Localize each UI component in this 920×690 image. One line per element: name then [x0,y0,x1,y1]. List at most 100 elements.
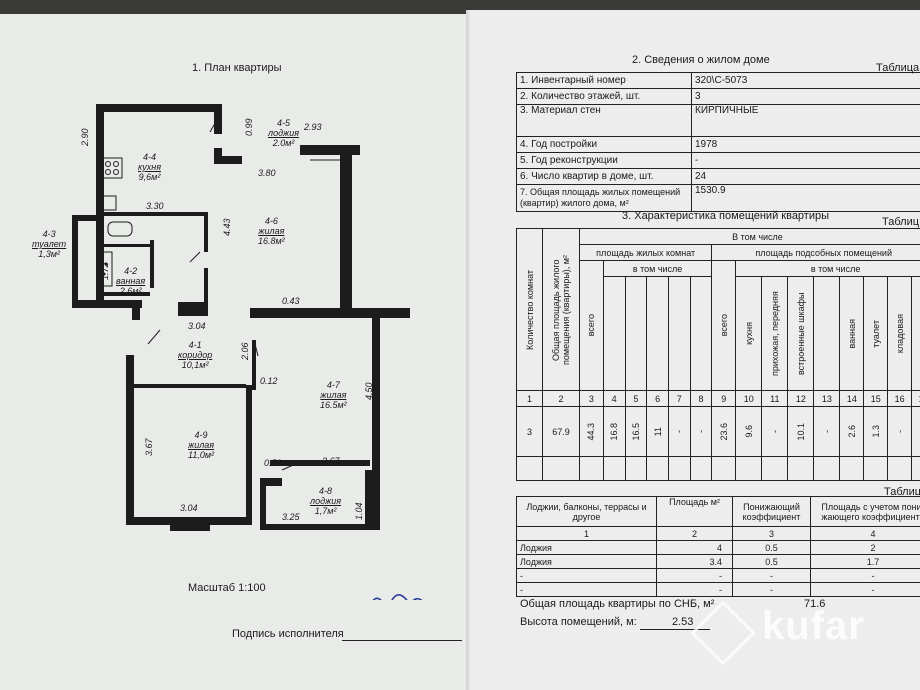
col-number: 4 [810,526,920,541]
watermark: kufar [762,604,865,648]
sheet-fold [466,10,472,690]
table-row: 1 2 3 4 [516,526,920,541]
cell-value: - [667,406,691,457]
house-label: 2. Количество этажей, шт. [516,88,692,105]
dim-label: 0.50 [264,458,282,468]
cell-value: - [911,406,920,457]
cell-value: 44.3 [578,406,604,457]
signature-mark [372,593,423,600]
loggia-coef: - [732,568,811,583]
table-row: 5. Год реконструкции- [516,152,920,169]
col-number: 1 [515,390,544,407]
cell-value: 2.6 [839,406,865,457]
cell-value: 10.1 [787,406,815,457]
house-value: 1978 [691,136,920,153]
table-row: - - - - [516,568,920,583]
height-value: 2.53 [672,616,694,628]
dim-label: 3.30 [146,201,164,211]
header-loggia: Лоджии, балконы, террасы и другое [516,496,657,527]
cell-value: 1.3 [863,406,889,457]
header-all: всего [578,260,604,391]
cell-value: - [761,406,789,457]
dim-label: 3.67 [144,438,154,456]
plan-title: 1. План квартиры [192,62,282,74]
col-number: 5 [624,390,648,407]
cell-value: 16.8 [602,406,626,457]
plan-scale: Масштаб 1:100 [188,582,266,594]
house-label: 6. Число квартир в доме, шт. [516,168,692,185]
loggia-result: - [810,582,920,597]
col-number: 9 [711,390,737,407]
col-number: 3 [732,526,811,541]
col-number: 12 [787,390,815,407]
header-hall: прихожая, передняя [761,276,789,391]
house-value: 3 [691,88,920,105]
loggia-name: - [516,568,657,583]
col-number: 14 [839,390,865,407]
header-kitchen: кухня [735,276,763,391]
house-value: КИРПИЧНЫЕ [691,104,920,137]
col-number: 16 [887,390,913,407]
loggia-area: - [656,582,733,597]
cell-value: - [887,406,913,457]
dim-label: 0.86 [96,218,106,236]
cell-value: 9.6 [735,406,763,457]
header-living: площадь жилых комнат [578,244,713,261]
plan-sheet [0,14,470,690]
dim-label: 0.12 [260,376,278,386]
header-incl2: в том числе [602,260,713,277]
total-area-label: Общая площадь квартиры по СНБ, м² [520,598,715,610]
house-title: 2. Сведения о жилом доме [632,54,770,66]
cell-value: - [813,406,841,457]
dim-label: 4.50 [364,382,374,400]
signature-line [342,640,462,641]
dim-label: 0.43 [282,296,300,306]
col-number: 2 [542,390,580,407]
header-total: Общая площадь жилого помещения (квартиры… [542,228,580,391]
table-row: Лоджия 3.4 0.5 1.7 [516,554,920,569]
col-number: 3 [578,390,604,407]
table-row: 7. Общая площадь жилых помещений (кварти… [516,184,920,212]
col-number: 17 [911,390,920,407]
dim-label: 0.99 [244,118,254,136]
house-value: - [691,152,920,169]
height-label: Высота помещений, м: [520,616,637,628]
house-value: 320\С-5073 [691,72,920,89]
dim-label: 3.25 [282,512,300,522]
loggia-result: 2 [810,540,920,555]
house-label: 5. Год реконструкции [516,152,692,169]
header-all: всего [711,260,737,391]
dim-label: 4.43 [222,218,232,236]
col-number: 2 [656,526,733,541]
rooms-table: Количество комнат Общая площадь жилого п… [515,228,920,481]
col-number: 11 [761,390,789,407]
loggia-name: - [516,582,657,597]
table-row: - - - - [516,582,920,597]
house-corner: Таблица [876,62,920,74]
house-label: 4. Год постройки [516,136,692,153]
dim-label: 2.06 [240,342,250,360]
loggia-result: 1.7 [810,554,920,569]
dim-label: 3.04 [188,321,206,331]
col-number: 6 [646,390,669,407]
dim-label: 3.80 [258,168,276,178]
col-number: 10 [735,390,763,407]
loggia-corner: Таблиц [884,486,920,498]
cell-value: 11 [646,406,669,457]
col-number: 13 [813,390,841,407]
header-coef: Понижающий коэффициент [732,496,811,527]
col-number: 8 [689,390,713,407]
header-incl: В том числе [578,228,920,245]
table-row: Лоджия 4 0.5 2 [516,540,920,555]
house-label: 1. Инвентарный номер [516,72,692,89]
loggia-table: Лоджии, балконы, террасы и другое Площад… [516,496,920,597]
cell-value: 3 [515,406,544,457]
